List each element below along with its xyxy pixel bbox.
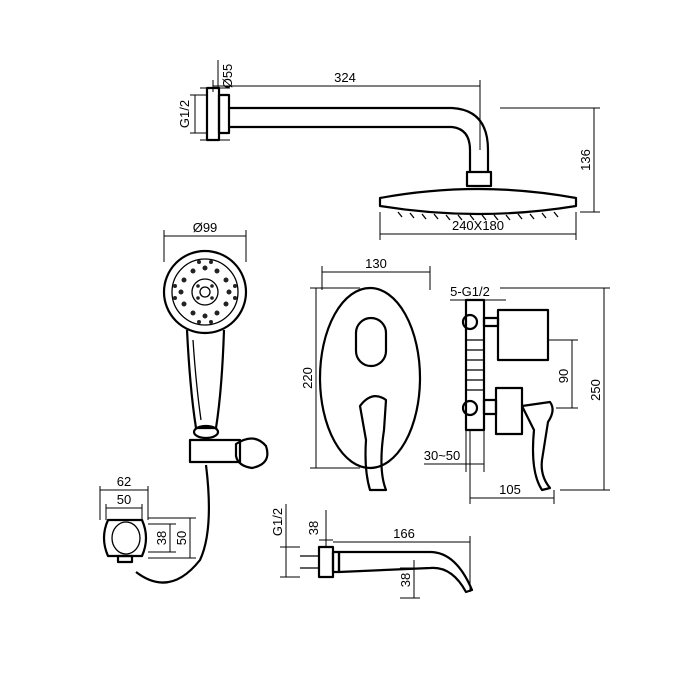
dim-holder-inner-height: 38 xyxy=(154,531,169,545)
valve-stem-bottom xyxy=(482,398,498,416)
dim-mixer-upper: 90 xyxy=(556,369,571,383)
bath-spout xyxy=(300,545,474,594)
hand-shower-nozzles xyxy=(173,260,237,324)
mixer-cap xyxy=(494,386,524,436)
dim-spout-length: 166 xyxy=(393,526,415,541)
diverter-body xyxy=(496,308,550,362)
spout-body xyxy=(337,550,474,594)
valve-ribs xyxy=(466,339,484,391)
shower-arm-assembly xyxy=(205,86,578,221)
dim-plate-height: 220 xyxy=(300,367,315,389)
dim-spout-thread: G1/2 xyxy=(270,508,285,536)
mixer-side-dimensions: 5-G1/2 250 90 30~50 105 xyxy=(424,284,610,504)
mixer-front-view xyxy=(318,286,422,492)
mixer-side-view xyxy=(461,298,554,492)
dim-plate-width: 130 xyxy=(365,256,387,271)
dim-overall-depth: 105 xyxy=(499,482,521,497)
hand-shower-face xyxy=(162,249,248,335)
hand-shower-handle xyxy=(185,329,226,430)
dim-drop-height: 136 xyxy=(578,149,593,171)
shower-arm-dimensions: 324 Ø55 G1/2 136 240X180 xyxy=(177,60,600,240)
hand-shower-dimensions: Ø99 62 50 38 50 xyxy=(99,220,247,559)
wall-flange xyxy=(205,86,221,142)
handle-highlight xyxy=(192,339,202,421)
dim-head-size: 240X180 xyxy=(452,218,504,233)
shower-arm-top xyxy=(229,106,490,172)
side-lever xyxy=(520,400,554,492)
valve-body xyxy=(464,298,486,432)
shower-head xyxy=(378,187,578,216)
dim-install-depth: 30~50 xyxy=(424,448,461,463)
dim-holder-inner-width: 50 xyxy=(117,492,131,507)
dim-outlet-thread: 5-G1/2 xyxy=(450,284,490,299)
dim-arm-thread: G1/2 xyxy=(177,100,192,128)
shower-head-nozzles xyxy=(397,211,559,221)
holder-outlet xyxy=(116,554,134,564)
dim-hand-diameter: Ø99 xyxy=(193,220,218,235)
dim-flange-diameter: Ø55 xyxy=(220,64,235,89)
dim-spout-flange: 38 xyxy=(306,521,321,535)
dim-arm-length: 324 xyxy=(334,70,356,85)
shower-arm-bottom xyxy=(229,125,472,172)
spout-dimensions: G1/2 38 166 38 xyxy=(270,504,471,599)
dim-spout-height: 38 xyxy=(398,573,413,587)
wall-bracket xyxy=(188,438,242,464)
hose-holder xyxy=(102,518,148,558)
diverter-knob xyxy=(354,316,388,368)
bracket-knob xyxy=(234,437,269,470)
shower-hose xyxy=(135,464,210,584)
spout-flange xyxy=(317,545,335,579)
dim-mixer-height: 250 xyxy=(588,379,603,401)
hand-shower-base xyxy=(192,424,220,440)
head-connector xyxy=(465,170,493,188)
dim-holder-outer-height: 50 xyxy=(174,531,189,545)
dim-holder-outer-width: 62 xyxy=(117,474,131,489)
flange-collar xyxy=(217,93,231,135)
hand-shower xyxy=(102,249,269,584)
mixer-front-dimensions: 130 220 xyxy=(300,256,431,469)
mixer-lever xyxy=(358,395,388,492)
cover-plate xyxy=(318,286,422,470)
valve-stem-top xyxy=(482,316,500,328)
